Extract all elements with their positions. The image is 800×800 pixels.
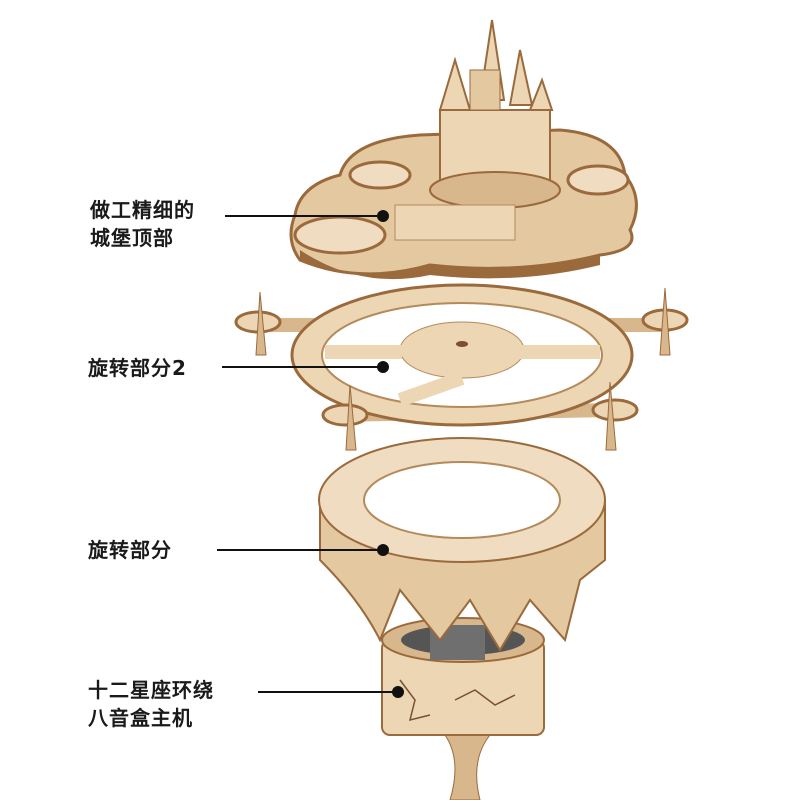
callout-rotating-part-2: 旋转部分2: [88, 354, 187, 382]
leader-dot-castle: [377, 210, 389, 222]
callout-text: 旋转部分2: [88, 356, 187, 380]
constellation-pattern: [399, 679, 431, 722]
callout-text: 做工精细的: [90, 198, 195, 222]
music-box-part: [381, 617, 545, 736]
callout-text: 旋转部分: [88, 538, 172, 562]
callout-music-box: 十二星座环绕 八音盒主机: [88, 676, 214, 732]
callout-leaders: [217, 210, 404, 698]
callout-text: 城堡顶部: [90, 226, 174, 250]
castle-top-part: [289, 19, 638, 280]
callout-rotating-part: 旋转部分: [88, 536, 172, 564]
leader-dot-ring: [377, 544, 389, 556]
leader-dot-disc: [377, 361, 389, 373]
leader-dot-musicbox: [392, 686, 404, 698]
callout-text: 八音盒主机: [88, 706, 193, 730]
music-box-stem: [444, 734, 492, 800]
callout-castle-top: 做工精细的 城堡顶部: [90, 196, 195, 252]
rotating-disc-part: [234, 283, 689, 451]
callout-text: 十二星座环绕: [88, 678, 214, 702]
rotating-ring-part: [318, 437, 606, 652]
